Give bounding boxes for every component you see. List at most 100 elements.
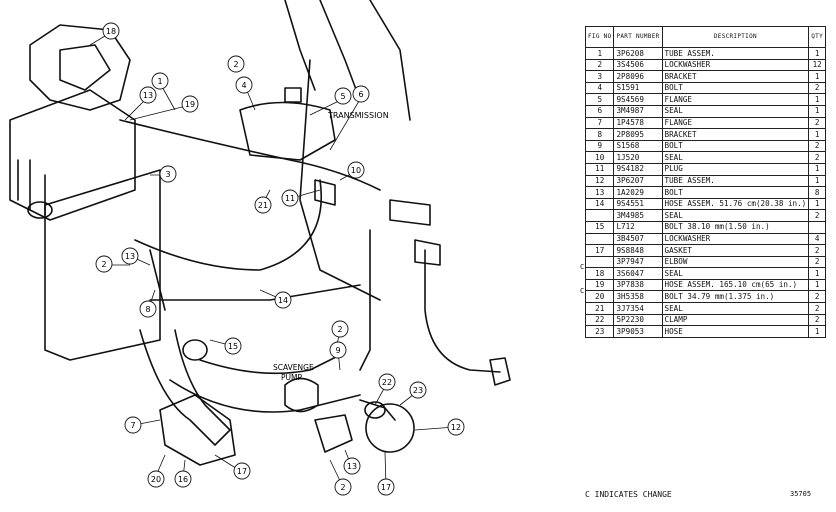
callout-number: 17: [237, 467, 247, 476]
callout-circle: [233, 462, 251, 480]
callout-number: 17: [381, 483, 391, 492]
hose: [149, 284, 361, 301]
filter-body: [9, 89, 136, 221]
tube-end-fitting: [489, 357, 511, 386]
cell-desc: PLUG: [661, 162, 810, 176]
callout-circle: [139, 86, 157, 104]
cell-no: 11: [584, 162, 615, 176]
cell-pn: L712: [613, 220, 663, 234]
clamp: [364, 401, 386, 419]
cell-pn: 3P6208: [613, 47, 663, 60]
hose: [169, 379, 361, 413]
canister-body: [44, 169, 161, 361]
cell-qty: 1: [808, 70, 827, 83]
cell-desc: FLANGE: [661, 116, 810, 130]
cell-qty: 2: [808, 302, 827, 315]
cell-pn: 3J7354: [613, 302, 663, 315]
cell-qty: 8: [808, 186, 827, 199]
callout-number: 9: [335, 346, 340, 355]
header-fig-no: FIG NO: [584, 26, 615, 48]
callout-circle: [181, 95, 199, 113]
cell-desc: HOSE ASSEM. 51.76 cm(20.38 in.): [661, 197, 810, 211]
cell-qty: 2: [808, 151, 827, 164]
cell-pn: 3P6207: [613, 174, 663, 188]
callout-number: 2: [340, 483, 345, 492]
canister-ribs: [17, 159, 46, 216]
scavenge-pump-label-line1: SCAVENGE: [273, 363, 314, 372]
cell-pn: 3M4987: [613, 104, 663, 118]
callout-circle: [409, 381, 427, 399]
cell-desc: SEAL: [661, 267, 810, 280]
bracket: [389, 199, 431, 226]
cell-qty: 1: [808, 174, 827, 188]
cell-qty: 4: [808, 232, 827, 246]
callout-number: 2: [337, 325, 342, 334]
transmission-fitting: [284, 87, 302, 103]
callout-circle: [352, 85, 370, 103]
pump-housing-detail: [59, 44, 111, 91]
cell-pn: 1P4578: [613, 116, 663, 130]
scavenge-pump-label: SCAVENGE PUMP: [273, 363, 316, 382]
callout-circle: [331, 320, 349, 338]
callout-number: 5: [340, 92, 345, 101]
cell-no: 17: [584, 244, 615, 257]
cell-pn: S1568: [613, 139, 663, 153]
cell-qty: 1: [808, 93, 827, 106]
cell-pn: 9S8848: [613, 244, 663, 257]
cell-qty: 2: [808, 244, 827, 257]
callout-circle: [147, 470, 165, 488]
cell-desc: SEAL: [661, 209, 810, 222]
cell-no: 8: [584, 128, 615, 141]
callout-number: 4: [241, 81, 246, 90]
pump-housing: [29, 24, 131, 111]
callout-circle: [102, 22, 120, 40]
plug-11: [314, 179, 336, 206]
cell-no: [584, 209, 615, 222]
cell-pn: 3S6047: [613, 267, 663, 280]
change-note: C INDICATES CHANGE: [585, 490, 672, 499]
cell-desc: BOLT: [661, 186, 810, 199]
cell-no: 1: [584, 47, 615, 60]
callout-circle: [281, 189, 299, 207]
cell-no: 22: [584, 313, 615, 327]
callout-number: 15: [228, 342, 238, 351]
callout-circle: [377, 478, 395, 496]
callout-circle: [447, 418, 465, 436]
cell-qty: 1: [808, 278, 827, 292]
callout-number: 7: [130, 421, 135, 430]
cell-pn: 3P7838: [613, 278, 663, 292]
cell-qty: 2: [808, 290, 827, 304]
parts-table-header: FIG NO PART NUMBER DESCRIPTION QTY: [584, 26, 827, 48]
scavenge-pump-label-line2: PUMP: [281, 373, 302, 382]
cell-qty: [808, 220, 827, 234]
callout-number: 6: [358, 90, 363, 99]
cell-qty: 2: [808, 209, 827, 222]
cell-qty: 1: [808, 197, 827, 211]
callout-number: 2: [233, 60, 238, 69]
cell-no: 14: [584, 197, 615, 211]
callout-circle: [235, 76, 253, 94]
callout-circle: [329, 341, 347, 359]
cell-no: 20: [584, 290, 615, 304]
cell-qty: 1: [808, 162, 827, 176]
cell-desc: LOCKWASHER: [661, 58, 810, 72]
cell-no: 9: [584, 139, 615, 153]
cell-pn: 2P8096: [613, 70, 663, 83]
cell-desc: BRACKET: [661, 70, 810, 83]
frame-rail: [299, 59, 381, 301]
